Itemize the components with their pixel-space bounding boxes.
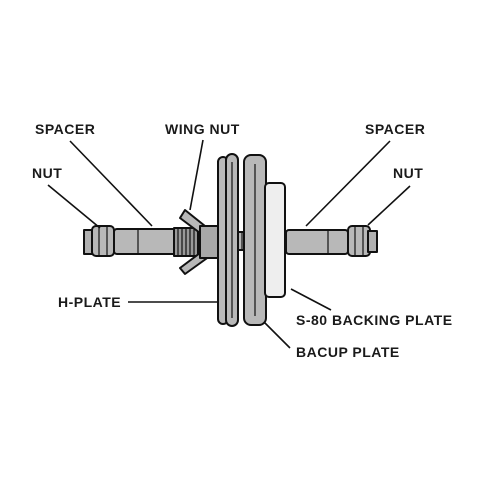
h-plate — [217, 153, 239, 327]
label-nut-left: NUT — [32, 165, 62, 181]
wing-nut — [179, 209, 219, 275]
leader-wing-nut — [189, 139, 204, 211]
leader-nut-left — [47, 184, 101, 229]
leader-spacer-right — [305, 140, 391, 227]
label-bacup-plate: BACUP PLATE — [296, 344, 400, 360]
leader-nut-right — [367, 185, 411, 226]
leader-lines — [47, 139, 411, 349]
bacup-plate — [243, 154, 267, 326]
label-h-plate: H-PLATE — [58, 294, 121, 310]
nut-left — [83, 225, 115, 257]
label-spacer-left: SPACER — [35, 121, 95, 137]
leader-spacer-left — [69, 140, 153, 227]
label-nut-right: NUT — [393, 165, 423, 181]
label-spacer-right: SPACER — [365, 121, 425, 137]
s80-backing-plate — [264, 182, 286, 298]
nut-right — [347, 225, 378, 257]
spacer-right — [285, 229, 349, 255]
label-wing-nut: WING NUT — [165, 121, 240, 137]
spacer-left — [113, 228, 177, 255]
label-s80-backing-plate: S-80 BACKING PLATE — [296, 312, 453, 328]
leader-s80-backing-plate — [290, 288, 332, 311]
leader-bacup-plate — [263, 321, 291, 349]
